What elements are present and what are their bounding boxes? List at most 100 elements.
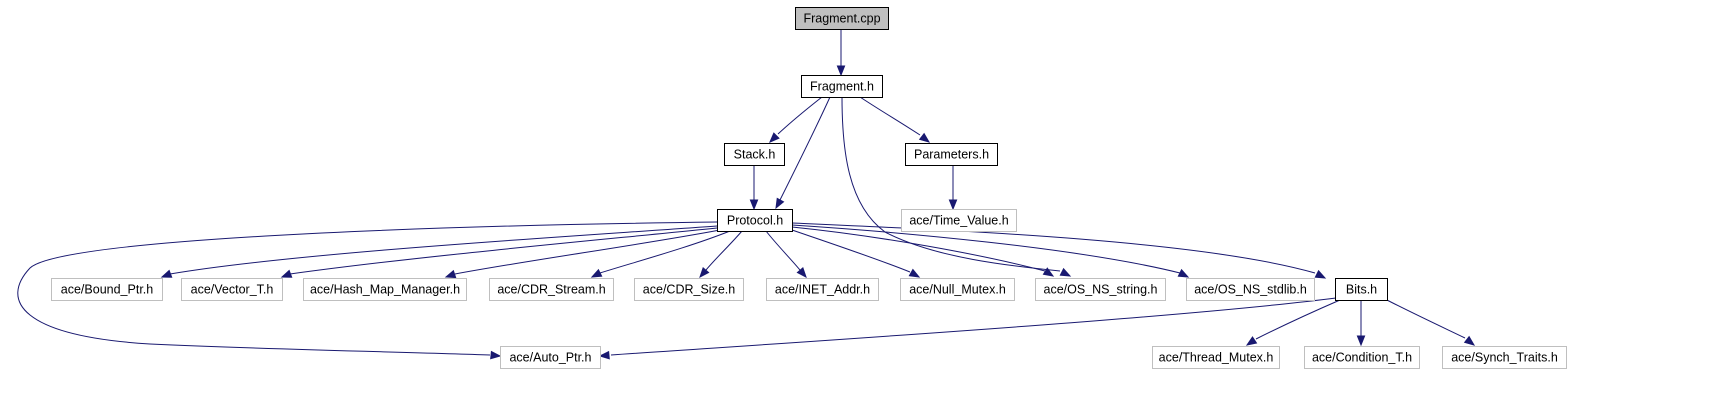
edge-arrowhead (796, 266, 807, 279)
node-box (303, 278, 467, 301)
edge-arrowhead (1314, 269, 1327, 279)
node-box (905, 143, 998, 166)
edge-arrowhead (948, 199, 958, 211)
node-box (634, 278, 744, 301)
node-label: ace/Synch_Traits.h (1451, 351, 1558, 365)
edge-line (841, 96, 1061, 272)
edges-layer (17, 29, 1476, 360)
edge-line (610, 297, 1337, 356)
node-time-value-h[interactable]: ace/Time_Value.h (901, 209, 1017, 232)
node-bound-ptr-h[interactable]: ace/Bound_Ptr.h (51, 278, 163, 301)
node-label: ace/CDR_Size.h (643, 283, 735, 297)
node-fragment-h[interactable]: Fragment.h (801, 75, 883, 98)
node-synch-traits-h[interactable]: ace/Synch_Traits.h (1442, 346, 1567, 369)
node-null-mutex-h[interactable]: ace/Null_Mutex.h (900, 278, 1015, 301)
node-box (51, 278, 163, 301)
node-label: ace/Bound_Ptr.h (61, 283, 153, 297)
edge-arrowhead (160, 269, 173, 278)
edge-bits-h-to-thread-mutex-h (1245, 299, 1341, 346)
edge-line (17, 221, 718, 356)
edge-protocol-h-to-hash-map-manager-h (444, 229, 721, 279)
node-box (900, 278, 1015, 301)
edge-protocol-h-to-cdr-stream-h (590, 230, 731, 278)
node-hash-map-manager-h[interactable]: ace/Hash_Map_Manager.h (303, 278, 467, 301)
edge-protocol-h-to-cdr-size-h (699, 230, 743, 279)
node-label: Fragment.h (810, 80, 874, 94)
edge-arrowhead (775, 197, 785, 210)
node-label: ace/Time_Value.h (909, 214, 1008, 228)
edge-fragment-h-to-parameters-h (859, 96, 931, 143)
edge-fragment-h-to-protocol-h (775, 96, 831, 210)
node-stack-h[interactable]: Stack.h (724, 143, 785, 166)
node-inet-addr-h[interactable]: ace/INET_Addr.h (766, 278, 879, 301)
edge-line (791, 229, 911, 273)
edge-arrowhead (908, 268, 921, 278)
edge-line (791, 222, 1316, 274)
node-label: ace/Condition_T.h (1312, 351, 1412, 365)
node-label: ace/OS_NS_string.h (1044, 283, 1158, 297)
edge-bits-h-to-auto-ptr-h (598, 297, 1337, 360)
node-box (1152, 346, 1280, 369)
edge-arrowhead (490, 350, 502, 360)
edge-protocol-h-to-os-ns-stdlib-h (791, 224, 1190, 278)
edge-line (779, 96, 831, 201)
edge-arrowhead (1463, 335, 1476, 346)
node-box (500, 346, 601, 369)
edge-bits-h-to-condition-t-h (1356, 300, 1366, 347)
edge-arrowhead (590, 268, 603, 278)
node-box (1035, 278, 1166, 301)
node-condition-t-h[interactable]: ace/Condition_T.h (1304, 346, 1420, 369)
node-auto-ptr-h[interactable]: ace/Auto_Ptr.h (500, 346, 601, 369)
node-box (901, 209, 1017, 232)
node-label: ace/OS_NS_stdlib.h (1194, 283, 1307, 297)
node-os-ns-stdlib-h[interactable]: ace/OS_NS_stdlib.h (1186, 278, 1315, 301)
node-protocol-h[interactable]: Protocol.h (717, 209, 793, 232)
node-box (181, 278, 283, 301)
edge-line (791, 226, 1046, 272)
edge-line (1255, 299, 1341, 340)
node-cdr-size-h[interactable]: ace/CDR_Size.h (634, 278, 744, 301)
node-box (801, 75, 883, 98)
node-bits-h[interactable]: Bits.h (1335, 278, 1388, 301)
edge-arrowhead (1059, 267, 1072, 277)
node-label: Parameters.h (914, 148, 989, 162)
edge-arrowhead (918, 132, 931, 143)
node-os-ns-string-h[interactable]: ace/OS_NS_string.h (1035, 278, 1166, 301)
edge-line (777, 96, 823, 135)
node-cdr-stream-h[interactable]: ace/CDR_Stream.h (489, 278, 614, 301)
node-vector-t-h[interactable]: ace/Vector_T.h (181, 278, 283, 301)
edge-stack-h-to-protocol-h (749, 165, 759, 211)
edge-fragment-cpp-to-fragment-h (836, 29, 846, 77)
node-label: Protocol.h (727, 214, 783, 228)
node-label: Fragment.cpp (803, 12, 880, 26)
node-label: ace/INET_Addr.h (775, 283, 870, 297)
node-parameters-h[interactable]: Parameters.h (905, 143, 998, 166)
edge-parameters-h-to-time-value-h (948, 165, 958, 211)
edge-protocol-h-to-bound-ptr-h (160, 225, 718, 278)
edge-arrowhead (1356, 335, 1366, 347)
edge-protocol-h-to-null-mutex-h (791, 229, 921, 278)
edge-line (289, 227, 718, 275)
edge-protocol-h-to-inet-addr-h (765, 230, 807, 279)
node-box (1186, 278, 1315, 301)
node-label: ace/Null_Mutex.h (909, 283, 1006, 297)
node-box (724, 143, 785, 166)
edge-arrowhead (699, 266, 710, 279)
edge-bits-h-to-synch-traits-h (1384, 298, 1476, 346)
node-box (1335, 278, 1388, 301)
node-label: ace/Thread_Mutex.h (1159, 351, 1274, 365)
edge-line (705, 230, 743, 271)
edge-fragment-h-to-os-ns-string-h (841, 96, 1072, 277)
edge-arrowhead (598, 350, 610, 360)
node-thread-mutex-h[interactable]: ace/Thread_Mutex.h (1152, 346, 1280, 369)
edge-protocol-h-to-os-ns-string-h (791, 226, 1055, 277)
edge-fragment-h-to-stack-h (769, 96, 823, 143)
edge-line (454, 229, 721, 275)
node-box (1442, 346, 1567, 369)
edge-arrowhead (444, 269, 457, 279)
node-box (795, 7, 889, 30)
edge-protocol-h-to-bits-h (791, 222, 1327, 279)
edge-line (859, 96, 921, 136)
